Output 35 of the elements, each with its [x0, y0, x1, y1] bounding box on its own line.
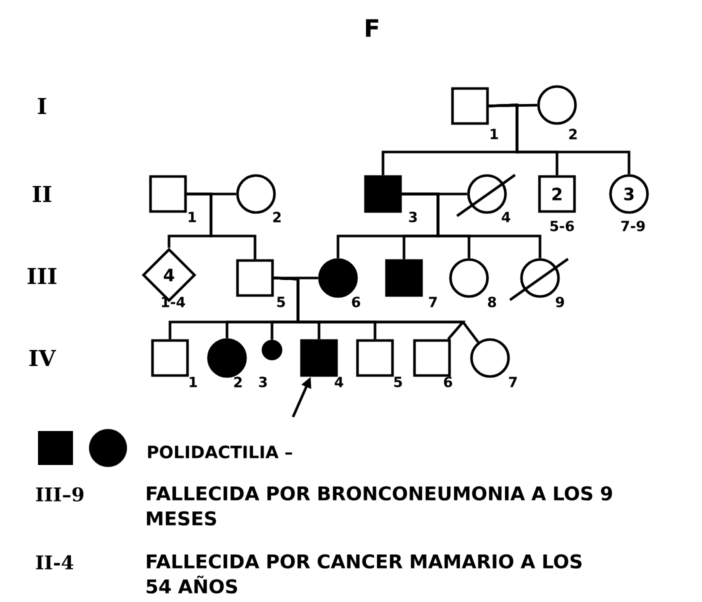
generation-label: I [38, 98, 46, 114]
individual-number: 8 [488, 296, 496, 308]
individual-number: 7 [429, 296, 437, 308]
individual-number: 1 [490, 128, 498, 140]
title: F [366, 19, 378, 37]
legend-text: POLIDACTILIA – [148, 446, 292, 458]
mating-line [274, 276, 318, 280]
individual-number: 4 [502, 212, 510, 222]
individual-number: 6 [352, 296, 360, 308]
note-label: II-4 [36, 555, 74, 570]
note-text: FALLECIDA POR BRONCONEUMONIA A LOS 9 MESES [146, 486, 612, 526]
individual-number: 1 [190, 376, 197, 388]
generation-label: II [32, 186, 52, 202]
individual-number: 1-4 [162, 296, 185, 308]
individual-number: 9 [556, 296, 564, 308]
individual-number: 7 [509, 376, 517, 388]
individual-number: 3 [409, 212, 417, 222]
descent-line [186, 192, 256, 260]
descent-line [402, 192, 542, 258]
descent-line [488, 104, 630, 174]
individual-number: 7-9 [621, 220, 645, 232]
individual-number: 5 [277, 296, 285, 308]
individual-number: 3 [259, 376, 267, 388]
generation-label: IV [29, 350, 56, 366]
individual-number: 5-6 [550, 220, 574, 232]
note-label: III–9 [36, 487, 84, 502]
note-text: FALLECIDA POR CANCER MAMARIO A LOS 54 AÑOS [146, 554, 582, 594]
individual-number: 2 [273, 212, 281, 222]
individual-number: 5 [394, 376, 402, 388]
individual-number: 2 [234, 376, 242, 388]
individual-number: 1 [188, 212, 196, 222]
individual-number: 4 [334, 376, 344, 388]
individual-number: 2 [569, 128, 577, 140]
individual-number: 6 [444, 376, 452, 388]
generation-label: III [28, 268, 56, 284]
